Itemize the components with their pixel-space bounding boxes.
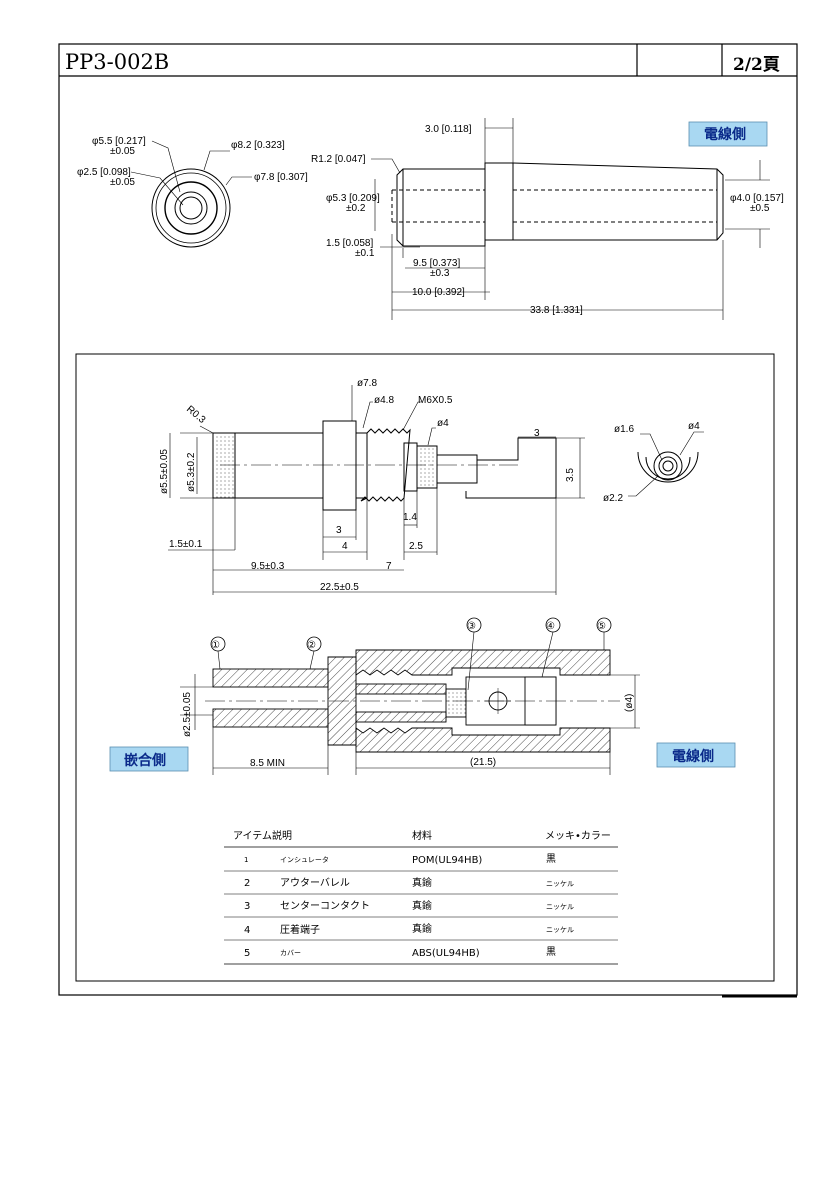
section-view [205, 649, 620, 753]
detail-frame [75, 353, 775, 982]
dim-d40-tol: ±0.5 [750, 203, 770, 214]
dim-len338: 33.8 [1.331] [530, 305, 583, 316]
side-view-dim-lines [371, 118, 770, 320]
table-row: 3 センターコンタクト 真鍮 ニッケル [244, 899, 574, 912]
balloon-4: ④ [546, 621, 555, 632]
dim-len95: 9.5 [0.373] [413, 258, 460, 269]
balloon-3: ③ [467, 621, 476, 632]
svg-text:3: 3 [244, 901, 250, 912]
table-header-item: アイテム説明 [233, 829, 292, 842]
dim-v3-d25: ø2.5±0.05 [182, 692, 193, 737]
dim-r12: R1.2 [0.047] [311, 154, 366, 165]
svg-text:POM(UL94HB): POM(UL94HB) [412, 855, 482, 866]
dim-v2-l225: 22.5±0.5 [320, 582, 359, 593]
tag-wire-side-bottom: 電線側 [656, 742, 736, 768]
dim-d53: φ5.3 [0.209] [326, 193, 380, 204]
svg-text:真鍮: 真鍮 [412, 922, 432, 935]
svg-text:嵌合側: 嵌合側 [124, 752, 166, 769]
svg-text:5: 5 [244, 948, 250, 959]
dim-v2-l15: 1.5±0.1 [169, 539, 203, 550]
svg-text:インシュレータ: インシュレータ [280, 855, 329, 864]
svg-text:黒: 黒 [546, 853, 556, 865]
svg-text:1: 1 [244, 856, 248, 864]
dim-e16: ø1.6 [614, 424, 634, 435]
dim-len95-tol: ±0.3 [430, 268, 450, 279]
dim-e22: ø2.2 [603, 493, 623, 504]
svg-text:2: 2 [244, 878, 250, 889]
parts-table: アイテム説明 材料 メッキ•カラー 1 インシュレータ POM(UL94HB) … [224, 829, 618, 965]
balloon-2: ② [307, 640, 316, 651]
table-header-material: 材料 [412, 829, 432, 842]
table-row: 5 カバー ABS(UL94HB) 黒 [244, 946, 556, 959]
svg-text:ニッケル: ニッケル [546, 903, 574, 911]
end-view-circles [151, 168, 231, 248]
dim-len100: 10.0 [0.392] [412, 287, 465, 298]
table-row: 2 アウターバレル 真鍮 ニッケル [244, 876, 574, 889]
dim-v2-w3: 3 [534, 428, 540, 439]
dim-v3-l215: (21.5) [470, 757, 496, 768]
balloon-5: ⑤ [597, 621, 606, 632]
dim-d55: φ5.5 [0.217] [92, 136, 146, 147]
section-balloons [210, 617, 612, 691]
dim-v2-r03: R0.3 [184, 404, 208, 426]
balloon-1: ① [211, 640, 220, 651]
dim-v2-l4: 4 [342, 541, 348, 552]
dim-v2-d55: ø5.5±0.05 [159, 449, 170, 494]
table-header-finish: メッキ•カラー [545, 830, 611, 842]
end-view-leaders [130, 140, 252, 206]
section-dim-lines [180, 674, 640, 775]
svg-text:電線側: 電線側 [672, 748, 714, 765]
table-row: 1 インシュレータ POM(UL94HB) 黒 [244, 853, 556, 866]
dim-d25: φ2.5 [0.098] [77, 167, 131, 178]
dim-v3-l85: 8.5 MIN [250, 758, 285, 769]
svg-text:アウターバレル: アウターバレル [280, 877, 350, 889]
dim-len30: 3.0 [0.118] [425, 124, 472, 135]
page-indicator: 2/2頁 [733, 55, 780, 75]
dim-d25-tol: ±0.05 [110, 177, 135, 188]
svg-text:電線側: 電線側 [704, 126, 746, 143]
dim-v2-d4: ø4 [437, 418, 449, 429]
tag-wire-side-top: 電線側 [688, 121, 768, 147]
svg-text:ニッケル: ニッケル [546, 926, 574, 934]
svg-text:真鍮: 真鍮 [412, 876, 432, 889]
dim-v2-l25: 2.5 [409, 541, 423, 552]
svg-text:ABS(UL94HB): ABS(UL94HB) [412, 948, 480, 959]
dim-len15: 1.5 [0.058] [326, 238, 373, 249]
end-view-2 [628, 431, 704, 497]
svg-text:カバー: カバー [280, 949, 301, 957]
dim-e4: ø4 [688, 421, 700, 432]
dim-v2-l95: 9.5±0.3 [251, 561, 285, 572]
svg-text:センターコンタクト: センターコンタクト [280, 900, 370, 912]
tag-mating-side: 嵌合側 [109, 746, 189, 772]
connector-dim-lines [168, 385, 585, 595]
dim-v2-d78: ø7.8 [357, 378, 377, 389]
dim-d55-tol: ±0.05 [110, 146, 135, 157]
side-view-body [391, 162, 724, 247]
connector-outline [212, 420, 557, 511]
dim-d78: φ7.8 [0.307] [254, 172, 308, 183]
sheet-frame [58, 43, 798, 998]
dim-v2-m6: M6X0.5 [418, 395, 453, 406]
svg-text:ニッケル: ニッケル [546, 880, 574, 888]
dim-v2-l7: 7 [386, 561, 392, 572]
dim-v2-l14: 1.4 [403, 512, 417, 523]
dim-d53-tol: ±0.2 [346, 203, 366, 214]
dim-v2-h35: 3.5 [565, 468, 576, 482]
svg-text:圧着端子: 圧着端子 [280, 923, 320, 936]
svg-text:真鍮: 真鍮 [412, 899, 432, 912]
dim-v2-l3: 3 [336, 525, 342, 536]
svg-text:4: 4 [244, 925, 250, 936]
dim-d40: φ4.0 [0.157] [730, 193, 784, 204]
dim-v3-d4: (ø4) [624, 694, 635, 712]
table-row: 4 圧着端子 真鍮 ニッケル [244, 922, 574, 936]
drawing-number: PP3-002B [65, 50, 169, 74]
dim-d82: φ8.2 [0.323] [231, 140, 285, 151]
dim-v2-d48: ø4.8 [374, 395, 394, 406]
dim-len15-tol: ±0.1 [355, 248, 375, 259]
dim-v2-d53: ø5.3±0.2 [186, 452, 197, 492]
svg-text:黒: 黒 [546, 946, 556, 958]
